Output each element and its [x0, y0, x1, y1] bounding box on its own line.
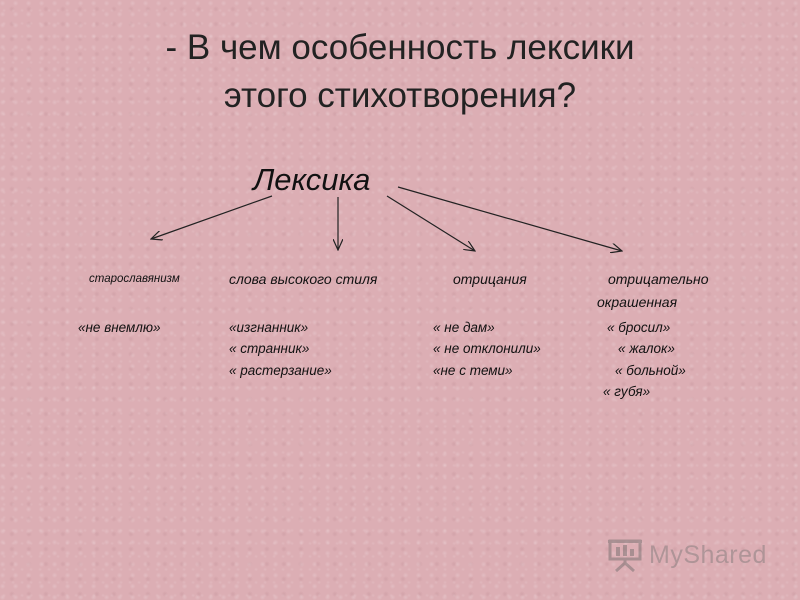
- example-high-style-3: « растерзание»: [229, 363, 332, 378]
- arrow-to-category-3: [386, 195, 475, 251]
- example-old-slavonic-1: «не внемлю»: [78, 320, 161, 335]
- example-negation-3: «не с теми»: [433, 363, 513, 378]
- watermark-text: MyShared: [649, 540, 767, 569]
- category-negations: отрицания: [453, 271, 527, 287]
- example-negation-2: « не отклонили»: [433, 341, 541, 356]
- example-negation-1: « не дам»: [433, 320, 495, 335]
- arrow-to-category-4: [397, 186, 622, 251]
- example-high-style-1: «изгнанник»: [229, 320, 309, 335]
- slide-title-line-2: этого стихотворения?: [223, 76, 577, 115]
- slide-title-line-1: - В чем особенность лексики: [165, 28, 635, 67]
- diagram-root-heading: Лексика: [253, 162, 371, 197]
- example-negative-3: « больной»: [615, 363, 686, 378]
- watermark-logo: MyShared: [607, 538, 767, 572]
- category-old-slavonic: старославянизм: [89, 273, 180, 285]
- example-negative-4: « губя»: [603, 384, 651, 399]
- example-negative-1: « бросил»: [607, 320, 671, 335]
- category-negative-line-2: окрашенная: [597, 294, 678, 310]
- example-negative-2: « жалок»: [618, 341, 675, 356]
- presentation-board-icon: [608, 539, 642, 572]
- arrow-to-category-1: [151, 195, 273, 239]
- category-negative-line-1: отрицательно: [608, 271, 709, 287]
- category-high-style: слова высокого стиля: [229, 271, 378, 287]
- example-high-style-2: « странник»: [229, 341, 310, 356]
